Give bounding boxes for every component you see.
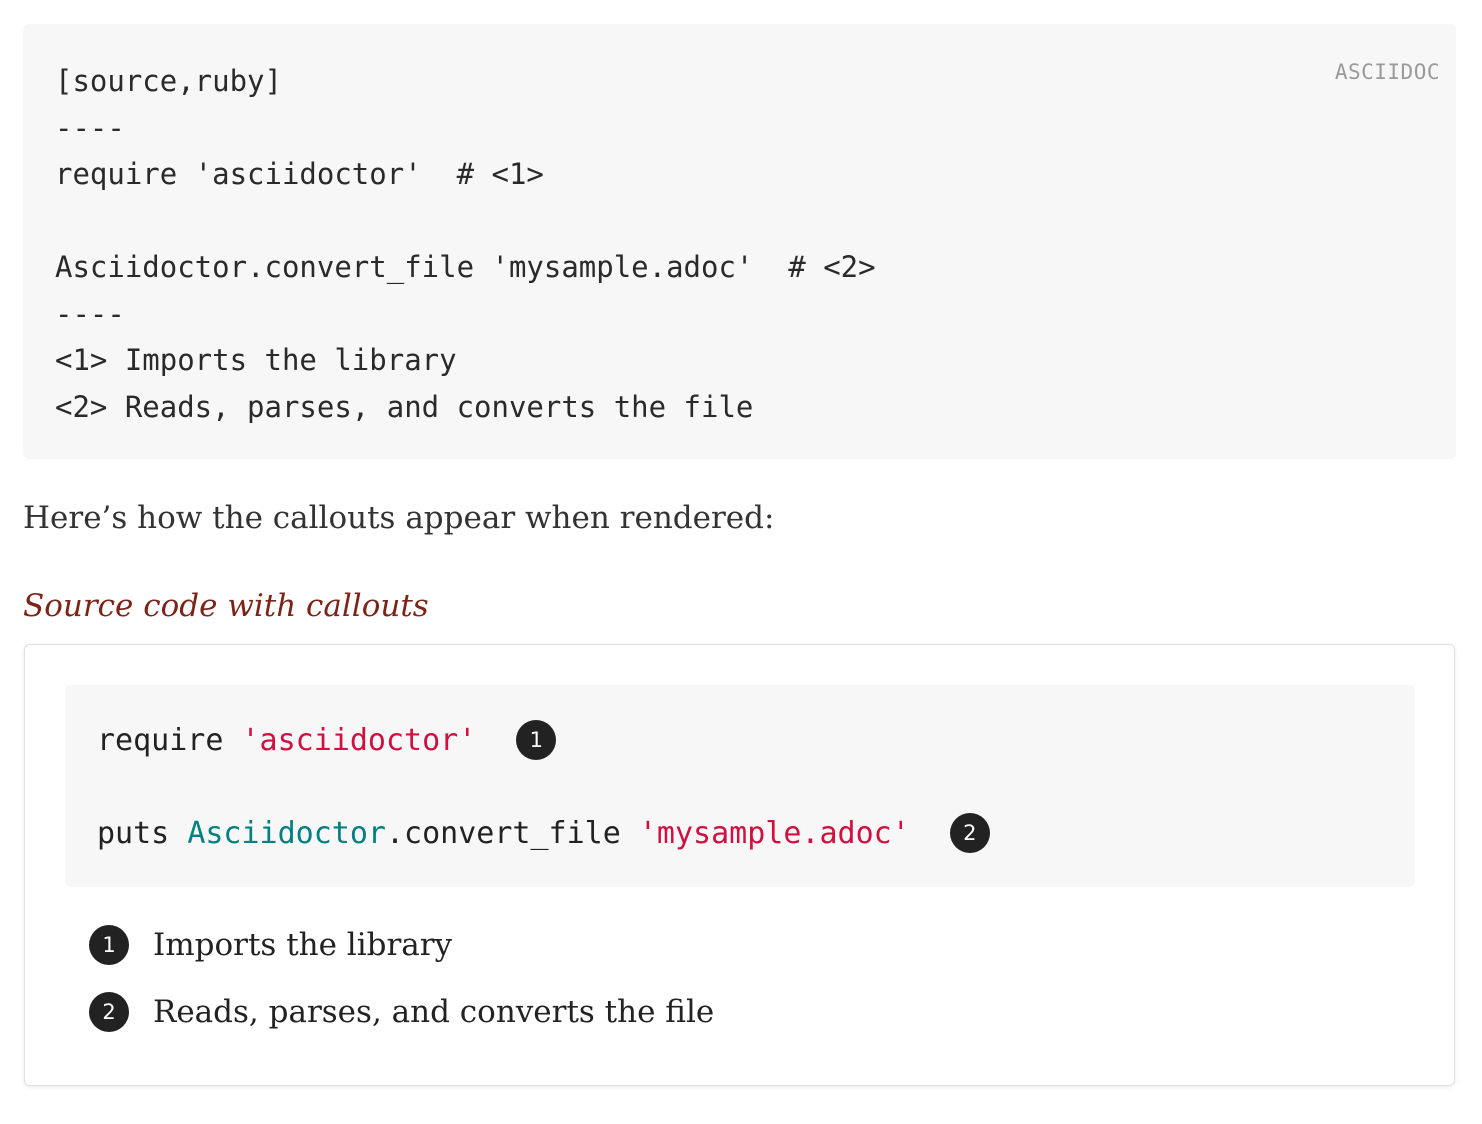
code-line: ----	[55, 110, 125, 145]
rendered-code-block: require 'asciidoctor' 1 puts Asciidoctor…	[65, 685, 1415, 887]
intro-paragraph: Here’s how the callouts appear when rend…	[23, 500, 775, 536]
callout-text: Imports the library	[153, 927, 453, 963]
string-literal: 'asciidoctor'	[241, 722, 477, 758]
callout-list-item: 2 Reads, parses, and converts the file	[89, 992, 714, 1032]
callout-list-item: 1 Imports the library	[89, 925, 452, 965]
example-title: Source code with callouts	[23, 588, 429, 624]
class-name: Asciidoctor	[187, 815, 386, 851]
code-line: ----	[55, 296, 125, 331]
callout-badge-2: 2	[949, 813, 990, 853]
code-line: <1> Imports the library	[55, 343, 457, 377]
code-line-1: require 'asciidoctor' 1	[97, 719, 557, 761]
string-literal: 'mysample.adoc'	[638, 815, 910, 851]
source-code: [source,ruby] ---- require 'asciidoctor' #…	[55, 58, 876, 430]
language-label: ASCIIDOC	[1334, 60, 1440, 84]
code-line: [source,ruby]	[55, 64, 282, 98]
callout-number-badge: 1	[89, 925, 129, 965]
code-line: Asciidoctor.convert_file 'mysample.adoc'…	[55, 250, 876, 284]
asciidoc-source-listing: ASCIIDOC [source,ruby] ---- require 'ascii…	[23, 24, 1456, 459]
keyword-puts: puts	[97, 815, 170, 851]
code-line: require 'asciidoctor' # <1>	[55, 157, 544, 191]
code-line-2: puts Asciidoctor.convert_file 'mysample.…	[97, 812, 990, 854]
method-name: .convert_file	[386, 815, 621, 851]
callout-text: Reads, parses, and converts the file	[153, 994, 715, 1030]
code-line	[55, 198, 876, 245]
callout-badge-1: 1	[516, 720, 557, 760]
example-block: require 'asciidoctor' 1 puts Asciidoctor…	[24, 644, 1455, 1086]
keyword-require: require	[97, 722, 224, 758]
callout-number-badge: 2	[89, 992, 129, 1032]
code-line: <2> Reads, parses, and converts the file	[55, 389, 754, 424]
